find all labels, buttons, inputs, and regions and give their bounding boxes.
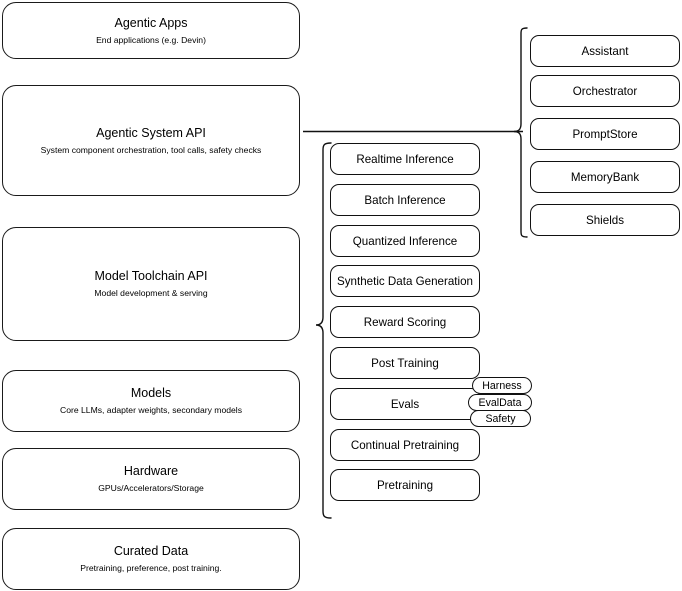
layer-model-toolchain-api[interactable]: Model Toolchain API Model development & …	[2, 227, 300, 341]
layer-title: Curated Data	[113, 544, 189, 558]
capability-reward-scoring[interactable]: Reward Scoring	[330, 306, 480, 338]
capability-label: Pretraining	[376, 478, 434, 492]
layer-subtitle: End applications (e.g. Devin)	[96, 34, 206, 45]
evals-subcomponent-harness[interactable]: Harness	[472, 377, 532, 394]
component-label: Shields	[585, 213, 625, 227]
layer-subtitle: Model development & serving	[94, 288, 208, 298]
evals-subcomponent-label: EvalData	[478, 396, 522, 409]
capability-label: Realtime Inference	[356, 152, 454, 166]
layer-title: Agentic System API	[96, 125, 206, 140]
capability-synthetic-data-generation[interactable]: Synthetic Data Generation	[330, 265, 480, 297]
layer-subtitle: Core LLMs, adapter weights, secondary mo…	[60, 405, 242, 415]
capability-batch-inference[interactable]: Batch Inference	[330, 184, 480, 216]
capability-label: Reward Scoring	[363, 315, 447, 329]
evals-subcomponent-label: Safety	[485, 412, 516, 425]
capability-pretraining[interactable]: Pretraining	[330, 469, 480, 501]
layer-title: Model Toolchain API	[94, 269, 208, 283]
capability-continual-pretraining[interactable]: Continual Pretraining	[330, 429, 480, 461]
evals-subcomponent-safety[interactable]: Safety	[470, 410, 531, 427]
layer-subtitle: GPUs/Accelerators/Storage	[98, 483, 204, 493]
layer-title: Hardware	[123, 464, 179, 478]
capability-evals[interactable]: Evals	[330, 388, 480, 420]
capability-post-training[interactable]: Post Training	[330, 347, 480, 379]
capability-label: Batch Inference	[364, 193, 446, 207]
layer-title: Agentic Apps	[114, 15, 188, 30]
layer-agentic-apps[interactable]: Agentic Apps End applications (e.g. Devi…	[2, 2, 300, 59]
layer-subtitle: System component orchestration, tool cal…	[40, 144, 262, 155]
layer-title: Models	[130, 386, 172, 400]
component-promptstore[interactable]: PromptStore	[530, 118, 680, 150]
component-label: MemoryBank	[570, 170, 640, 184]
capability-label: Evals	[390, 397, 420, 411]
layer-subtitle: Pretraining, preference, post training.	[80, 563, 222, 573]
capability-label: Synthetic Data Generation	[337, 274, 473, 288]
component-label: PromptStore	[572, 127, 638, 141]
capability-quantized-inference[interactable]: Quantized Inference	[330, 225, 480, 257]
layer-hardware[interactable]: Hardware GPUs/Accelerators/Storage	[2, 448, 300, 510]
layer-models[interactable]: Models Core LLMs, adapter weights, secon…	[2, 370, 300, 432]
component-memorybank[interactable]: MemoryBank	[530, 161, 680, 193]
component-orchestrator[interactable]: Orchestrator	[530, 75, 680, 107]
evals-subcomponent-label: Harness	[482, 379, 522, 392]
capability-label: Quantized Inference	[352, 234, 458, 248]
component-shields[interactable]: Shields	[530, 204, 680, 236]
component-label: Orchestrator	[572, 84, 638, 98]
capability-label: Post Training	[371, 356, 439, 370]
layer-curated-data[interactable]: Curated Data Pretraining, preference, po…	[2, 528, 300, 590]
component-label: Assistant	[581, 44, 629, 58]
capability-realtime-inference[interactable]: Realtime Inference	[330, 143, 480, 175]
component-assistant[interactable]: Assistant	[530, 35, 680, 67]
capability-label: Continual Pretraining	[350, 438, 460, 452]
evals-subcomponent-evaldata[interactable]: EvalData	[468, 394, 532, 411]
layer-agentic-system-api[interactable]: Agentic System API System component orch…	[2, 85, 300, 196]
